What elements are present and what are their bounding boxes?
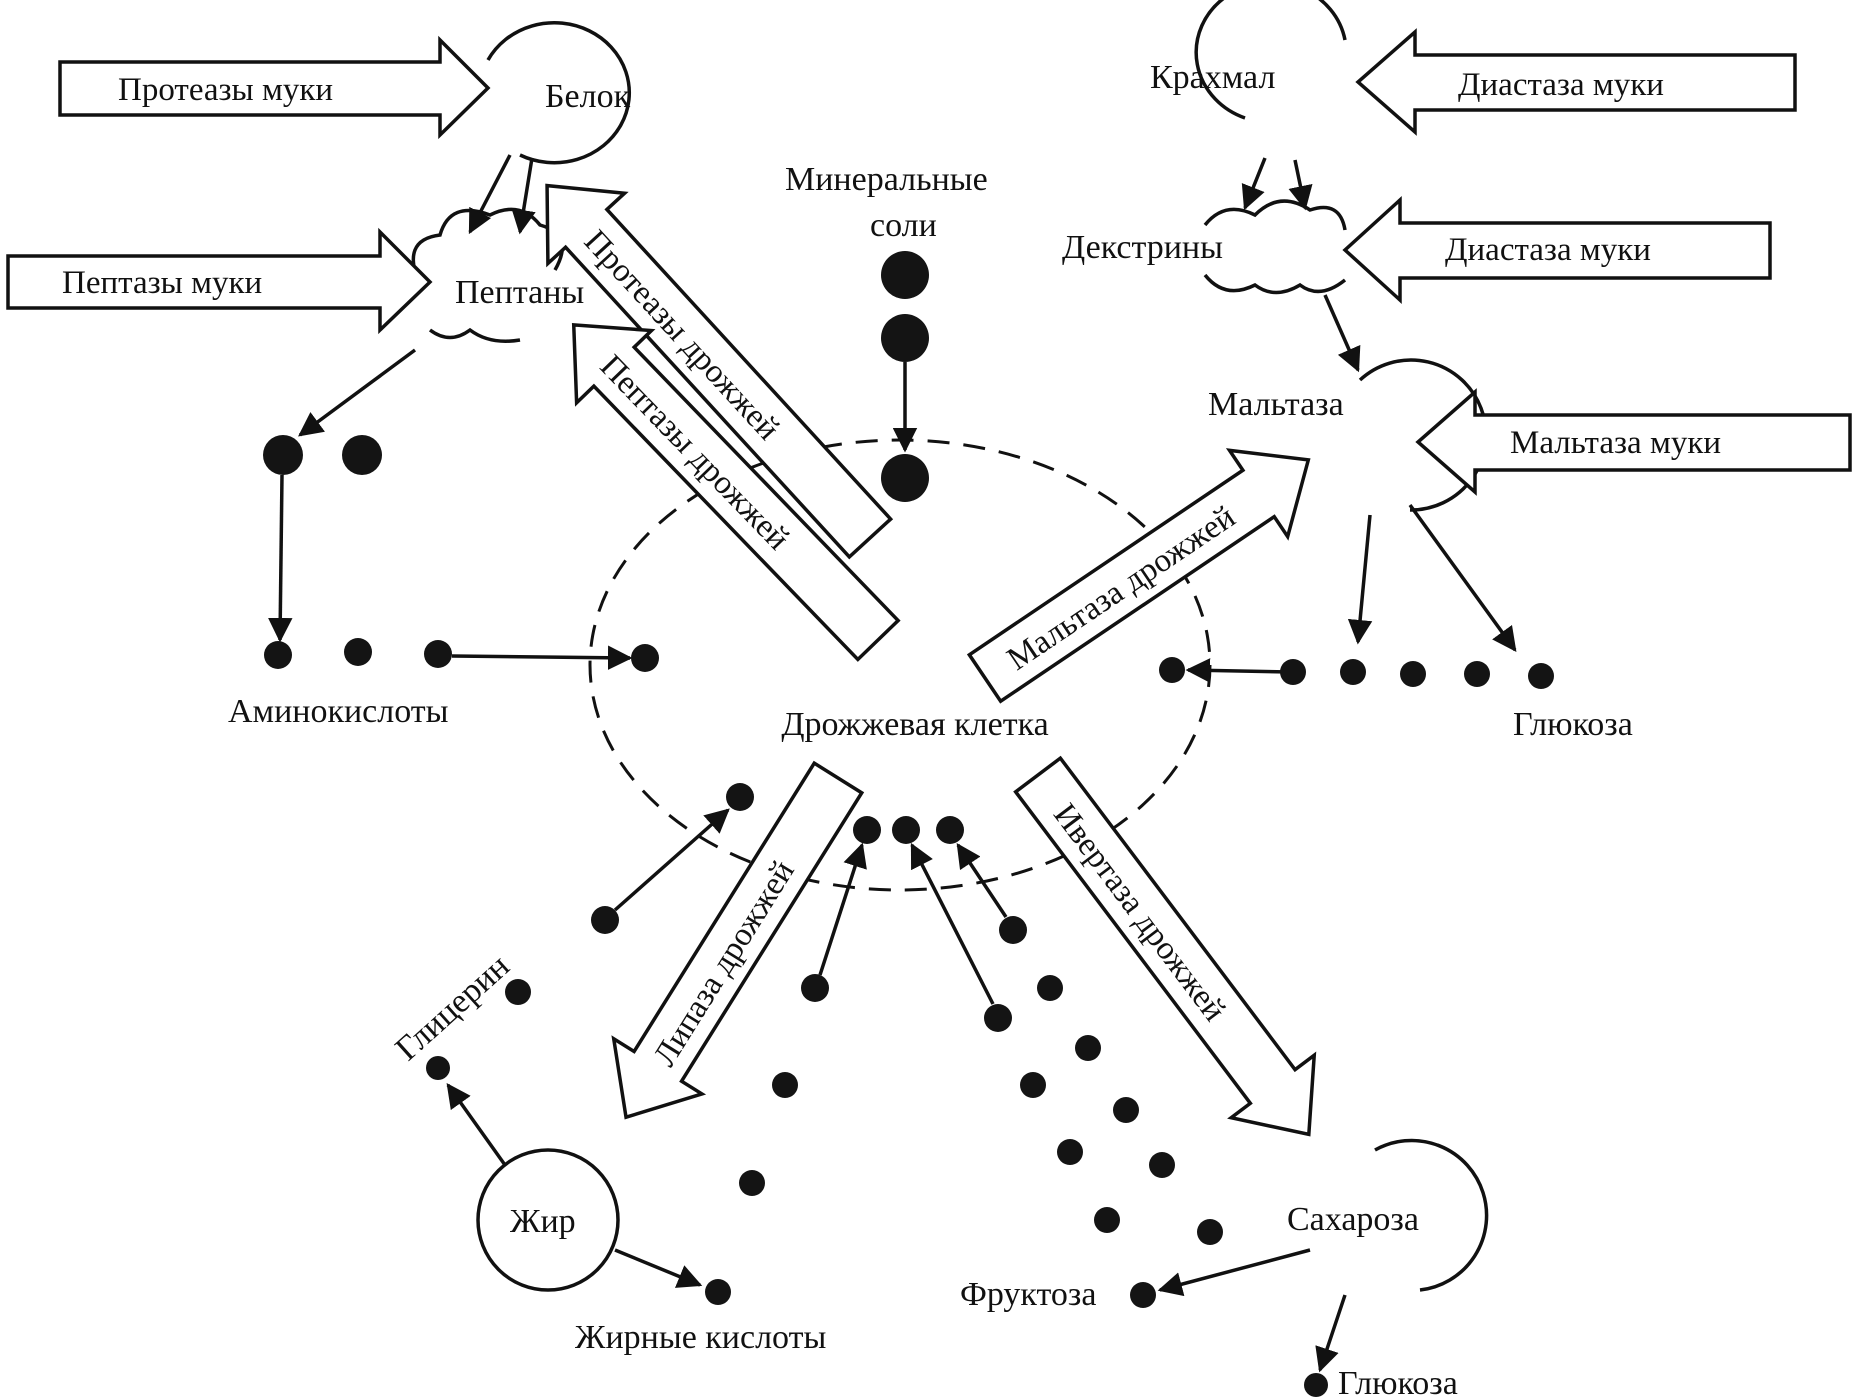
peptones-to-aminoacids-arrow [298, 348, 417, 437]
mineral-salt-dot [881, 251, 929, 299]
sugar-dot [1197, 1219, 1223, 1245]
flour-maltase-arrow [1415, 388, 1852, 496]
glycerol-dot-inside [726, 783, 754, 811]
sucrose-to-fructose-arrow [1157, 1248, 1311, 1297]
protein-to-peptones-arrow-2 [511, 157, 536, 235]
yeast-cell-label: Дрожжевая клетка [781, 706, 1048, 743]
starch-to-dextrin-arrow-1 [1241, 157, 1267, 211]
dextrins-cloud [1203, 199, 1347, 231]
peptones-label: Пептаны [455, 274, 584, 311]
maltose-label: Мальтаза [1208, 386, 1344, 423]
sugar-into-cell-arrow [910, 842, 995, 1005]
flour-diastase-1-label: Диастаза муки [1458, 67, 1664, 103]
sugar-dot [999, 916, 1027, 944]
fatty-acids-label: Жирные кислоты [575, 1319, 826, 1356]
peptones-cloud-bottom [428, 327, 521, 343]
starch-circle [1194, 0, 1347, 120]
amino-acid-dot [264, 641, 292, 669]
sugar-dot [1094, 1207, 1120, 1233]
glucose-right-label: Глюкоза [1513, 706, 1633, 743]
glycerol-into-cell-arrow [613, 808, 730, 912]
mineral-salt-dot-inside [881, 454, 929, 502]
mineral-salts-label-1: Минеральные [785, 161, 988, 198]
fat-to-fattyacid-arrow [614, 1248, 703, 1288]
yeast-maltase-arrow: Мальтаза дрожжей [966, 448, 1311, 704]
protein-label: Белок [545, 78, 631, 115]
protein-to-peptones-arrow-1 [468, 154, 512, 235]
amino-acid-dot [263, 435, 303, 475]
glucose-bottom-dot [1304, 1373, 1328, 1397]
mineral-salt-dot [881, 314, 929, 362]
dextrins-label: Декстрины [1062, 229, 1223, 266]
dextrins-cloud-bottom [1203, 273, 1347, 295]
dextrin-to-maltose-arrow [1323, 294, 1361, 373]
sugar-dot [1057, 1139, 1083, 1165]
flour-diastase-2-label: Диастаза муки [1445, 232, 1651, 268]
glycerol-label: Глицерин [389, 947, 517, 1067]
glycerol-dot [591, 906, 619, 934]
mineral-salts-label-2: соли [870, 207, 937, 244]
glucose-into-cell-arrow [1185, 658, 1291, 683]
fat-label: Жир [510, 1203, 576, 1240]
amino-acid-dot [344, 638, 372, 666]
sugar-dot-inside [892, 816, 920, 844]
flour-peptases-arrow [6, 227, 433, 335]
fatty-acid-dot [772, 1072, 798, 1098]
sugar-dot [1037, 975, 1063, 1001]
fat-to-glycerol-arrow [446, 1083, 507, 1167]
sugar-into-cell-arrow [956, 842, 1008, 918]
flour-proteases-arrow [58, 35, 491, 140]
fatty-acid-dot-inside [853, 816, 881, 844]
flour-diastase-1-arrow [1355, 28, 1797, 136]
yeast-proteases-arrow: Протеазы дрожжей [545, 183, 894, 560]
flour-diastase-2-arrow [1342, 196, 1772, 304]
sucrose-circle [1374, 1138, 1489, 1292]
amino-acid-dot [424, 640, 452, 668]
glycerol-dot [426, 1056, 450, 1080]
svg-text:Мальтаза дрожжей: Мальтаза дрожжей [1001, 499, 1242, 678]
sucrose-to-glucose-arrow [1315, 1294, 1347, 1373]
fatty-acid-dot [705, 1279, 731, 1305]
flour-maltase-label: Мальтаза муки [1510, 425, 1721, 461]
svg-text:Липаза дрожжей: Липаза дрожжей [647, 855, 802, 1073]
starch-label: Крахмал [1150, 59, 1275, 96]
flour-peptases-label: Пептазы муки [62, 265, 262, 301]
glycerol-dot [505, 979, 531, 1005]
sucrose-label: Сахароза [1287, 1201, 1419, 1238]
fatty-acid-into-cell-arrow [818, 842, 867, 976]
aminoacid-down-arrow [268, 474, 293, 643]
amino-acid-dot [342, 435, 382, 475]
yeast-lipase-arrow: Липаза дрожжей [611, 760, 865, 1120]
sugar-dot [1149, 1152, 1175, 1178]
aminoacid-into-cell-arrow [451, 645, 633, 671]
glucose-dot [1159, 657, 1185, 683]
sugar-dot-inside [936, 816, 964, 844]
glucose-dot [1528, 663, 1554, 689]
sugar-dot [1113, 1097, 1139, 1123]
amino-acids-label: Аминокислоты [228, 693, 449, 730]
fat-circle [476, 1148, 620, 1292]
fatty-acid-dot [801, 974, 829, 1002]
glucose-dot [1464, 661, 1490, 687]
glucose-dot [1400, 661, 1426, 687]
maltose-to-glucose-arrow-2 [1408, 503, 1517, 652]
amino-acid-dot-inside [631, 644, 659, 672]
fructose-label: Фруктоза [960, 1276, 1096, 1313]
sugar-dot [984, 1004, 1012, 1032]
sugar-dot [1075, 1035, 1101, 1061]
glucose-bottom-label: Глюкоза [1338, 1365, 1458, 1397]
glucose-dot [1280, 659, 1306, 685]
sugar-dot [1020, 1072, 1046, 1098]
fructose-dot [1130, 1282, 1156, 1308]
maltose-to-glucose-arrow-1 [1347, 514, 1373, 645]
starch-to-dextrin-arrow-2 [1288, 159, 1313, 211]
yeast-invertase-arrow: Ивертаза дрожжей [1013, 755, 1317, 1137]
flour-proteases-label: Протеазы муки [118, 72, 333, 108]
glucose-dot [1340, 659, 1366, 685]
protein-circle [486, 21, 632, 165]
svg-text:Ивертаза дрожжей: Ивертаза дрожжей [1046, 797, 1232, 1028]
maltose-circle [1358, 358, 1488, 512]
fatty-acid-dot [739, 1170, 765, 1196]
